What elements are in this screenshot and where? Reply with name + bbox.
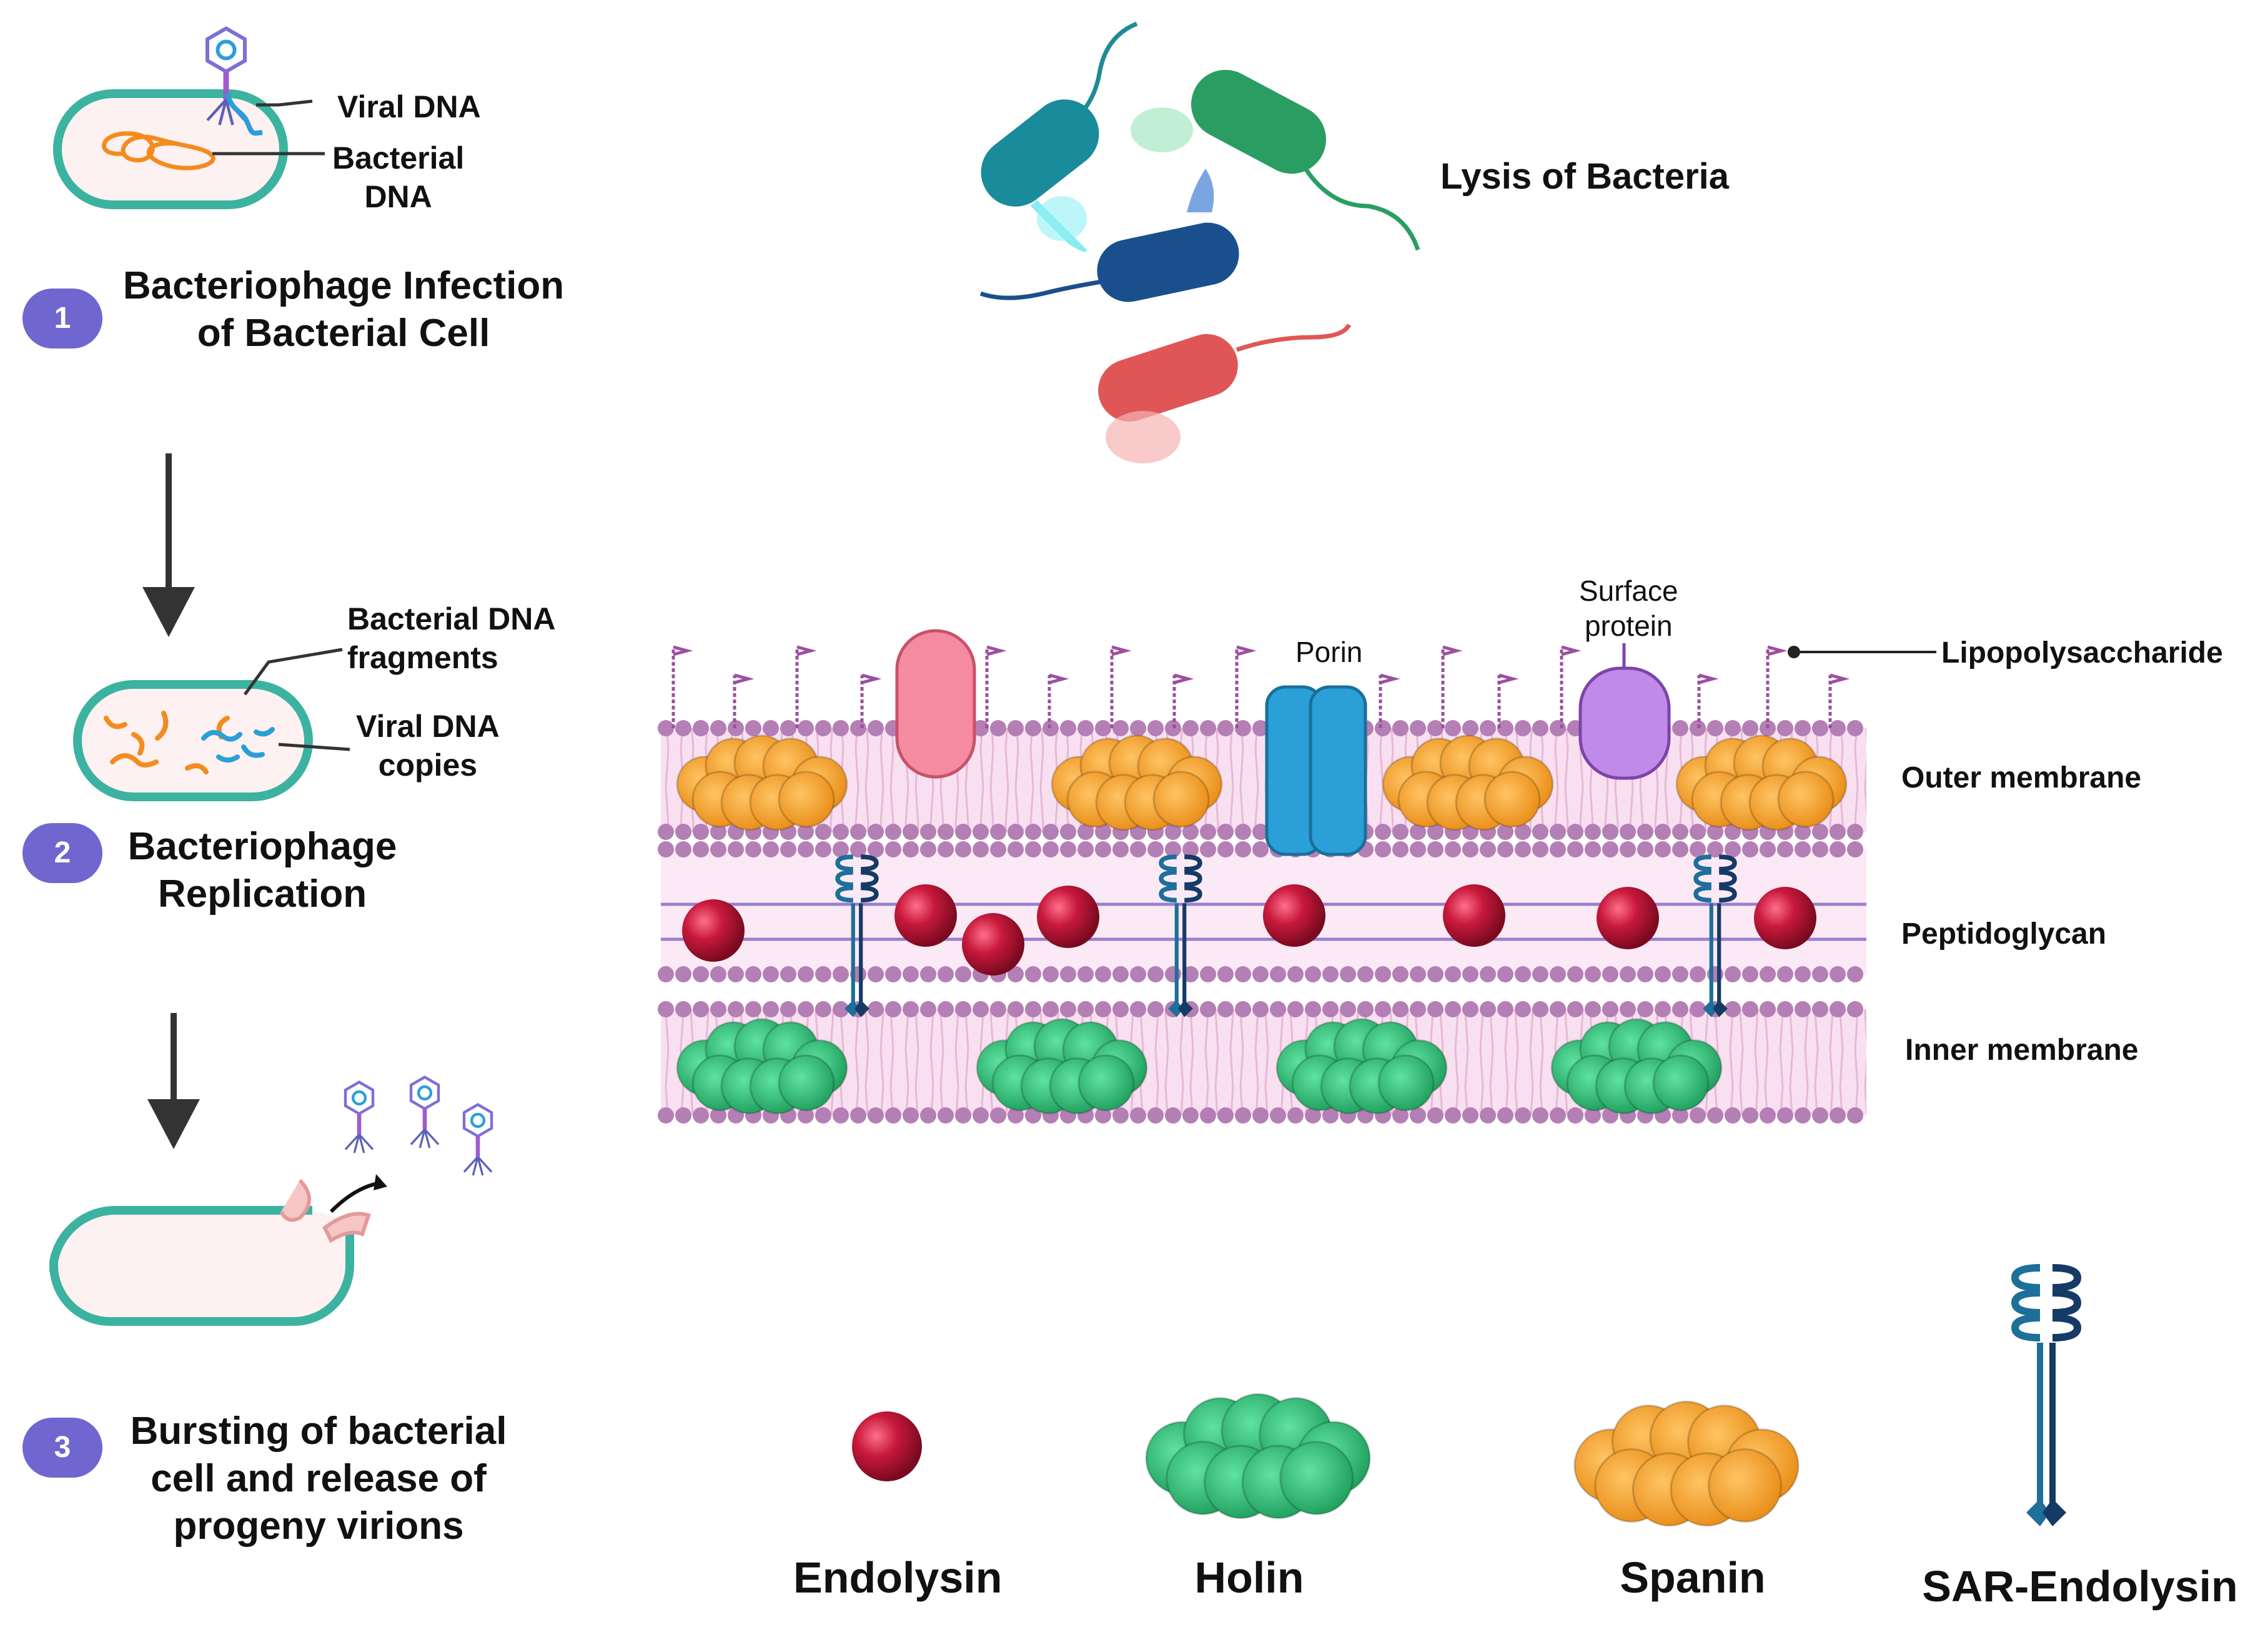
endolysin-spheres bbox=[682, 884, 1816, 975]
legend-holin-icon bbox=[1145, 1393, 1371, 1519]
surface-protein-label: Surface protein bbox=[1579, 575, 1678, 642]
lysing-bacteria-cluster bbox=[979, 21, 1420, 463]
holin-clusters bbox=[676, 1018, 1723, 1115]
bacterial-dna-label: Bacterial DNA bbox=[332, 141, 465, 214]
inner-membrane-label: Inner membrane bbox=[1905, 1034, 2139, 1067]
legend-spanin-icon bbox=[1573, 1400, 1800, 1527]
legend-sar-endolysin-icon bbox=[2011, 1264, 2082, 1526]
legend-endolysin-label: Endolysin bbox=[793, 1553, 1003, 1602]
outer-membrane-label: Outer membrane bbox=[1901, 761, 2142, 794]
legend-spanin-label: Spanin bbox=[1620, 1553, 1766, 1602]
legend-sar-endolysin-label: SAR-Endolysin bbox=[1922, 1562, 2238, 1611]
progeny-phage-icon bbox=[464, 1105, 492, 1175]
step1-cell bbox=[53, 29, 325, 209]
arrow-step1-to-step2 bbox=[142, 453, 195, 637]
viral-dna-copies-label: Viral DNA copies bbox=[356, 709, 500, 783]
progeny-phage-icon bbox=[345, 1082, 373, 1153]
peptidoglycan-label: Peptidoglycan bbox=[1901, 917, 2107, 951]
viral-dna-label: Viral DNA bbox=[337, 89, 481, 124]
porin-label: Porin bbox=[1295, 636, 1363, 668]
spanin-clusters bbox=[676, 734, 1848, 831]
legend-holin-label: Holin bbox=[1194, 1553, 1304, 1602]
step-1-title: Bacteriophage Infection of Bacterial Cel… bbox=[122, 264, 565, 355]
legend-endolysin-icon bbox=[852, 1411, 922, 1481]
step-2-badge: 2 bbox=[22, 823, 102, 883]
step-2-title: Bacteriophage Replication bbox=[127, 825, 397, 916]
lipopolysaccharide-label: Lipopolysaccharide bbox=[1941, 636, 2223, 669]
bacterial-dna-fragments-label: Bacterial DNA fragments bbox=[347, 601, 556, 675]
step3-burst-cell bbox=[49, 1077, 492, 1326]
sar-endolysin-proteins bbox=[835, 854, 1737, 1017]
arrow-step2-to-step3 bbox=[147, 1013, 200, 1149]
lysis-of-bacteria-label: Lysis of Bacteria bbox=[1440, 156, 1730, 197]
step-3-title: Bursting of bacterial cell and release o… bbox=[130, 1410, 507, 1548]
step-3-badge: 3 bbox=[22, 1418, 102, 1478]
step2-cell bbox=[73, 648, 350, 801]
progeny-phage-icon bbox=[411, 1077, 438, 1148]
step-1-badge: 1 bbox=[22, 289, 102, 348]
